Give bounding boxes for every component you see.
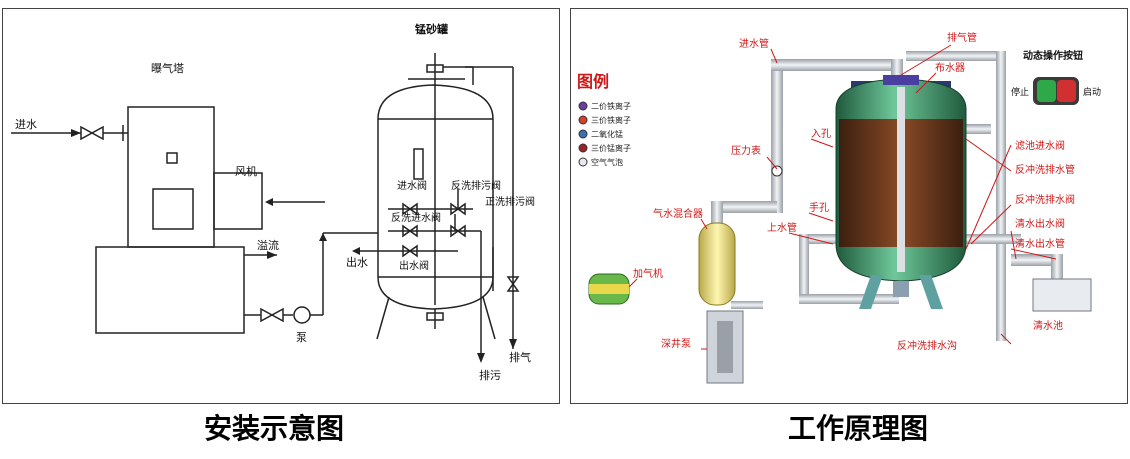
filter-tank bbox=[835, 75, 967, 309]
label-start: 启动 bbox=[1083, 86, 1101, 98]
label-upper-pipe: 上水管 bbox=[767, 221, 797, 234]
label-vent-pipe: 排气管 bbox=[947, 31, 977, 44]
installation-diagram: 曝气塔 锰砂罐 进水 风机 溢流 泵 出水 进水阀 反洗排污阀 反洗进水阀 正洗… bbox=[2, 8, 560, 404]
tank-top-flange bbox=[426, 64, 444, 73]
label-backwash-drain-valve: 反洗排污阀 bbox=[451, 179, 501, 192]
label-backwash-ditch: 反冲洗排水沟 bbox=[897, 339, 957, 352]
pump-symbol bbox=[293, 306, 311, 324]
label-manganese-tank: 锰砂罐 bbox=[415, 22, 448, 36]
legend-swatch-air bbox=[578, 157, 588, 167]
tower-window bbox=[166, 152, 178, 164]
backwash-drain-valve-icon bbox=[450, 202, 466, 216]
tank-bottom-flange bbox=[426, 312, 444, 321]
principle-diagram-svg: 图例 二价铁离子 三价铁离子 二氧化锰 三价锰离子 空气气泡 进水管 排气管 布… bbox=[577, 31, 1101, 384]
pump-valve-symbol bbox=[260, 307, 284, 323]
outlet-valve-icon bbox=[402, 244, 418, 258]
caption-principle: 工作原理图 bbox=[788, 412, 929, 445]
label-deep-well-pump: 深井泵 bbox=[661, 337, 691, 350]
label-pump: 泵 bbox=[296, 331, 307, 344]
label-drain: 排污 bbox=[479, 368, 501, 382]
label-stop: 停止 bbox=[1011, 86, 1029, 98]
legend-label-ferrous: 二价铁离子 bbox=[591, 101, 631, 111]
label-inlet-valve: 进水阀 bbox=[397, 179, 427, 192]
legend-label-mno2: 二氧化锰 bbox=[591, 129, 623, 139]
label-inlet-pipe: 进水管 bbox=[739, 37, 769, 50]
overflow-arrow-icon bbox=[267, 251, 277, 259]
label-backwash-drain-pipe: 反冲洗排水管 bbox=[1015, 163, 1075, 176]
gas-water-mixer bbox=[698, 222, 736, 306]
legend-label-air: 空气气泡 bbox=[591, 157, 623, 167]
clear-pool bbox=[1032, 278, 1092, 312]
caption-installation: 安装示意图 bbox=[204, 412, 345, 445]
label-clear-outlet-pipe: 清水出水管 bbox=[1015, 237, 1065, 250]
sight-glass bbox=[413, 148, 424, 180]
label-water-out: 出水 bbox=[346, 255, 368, 269]
legend-title: 图例 bbox=[577, 72, 609, 91]
label-aerator: 加气机 bbox=[633, 267, 663, 280]
vent-valve-icon bbox=[506, 276, 520, 292]
pressure-gauge-icon bbox=[771, 165, 783, 177]
inlet-valve-symbol bbox=[80, 125, 104, 141]
legend-label-mn3: 三价锰离子 bbox=[591, 143, 631, 153]
aeration-basin bbox=[95, 246, 245, 334]
label-aeration-tower: 曝气塔 bbox=[151, 61, 184, 75]
fan-housing bbox=[213, 172, 263, 230]
label-distributor: 布水器 bbox=[935, 62, 965, 74]
aeration-tower-body bbox=[127, 106, 215, 248]
stop-button[interactable] bbox=[1037, 80, 1056, 102]
principle-diagram: 图例 二价铁离子 三价铁离子 二氧化锰 三价锰离子 空气气泡 进水管 排气管 布… bbox=[570, 8, 1128, 404]
label-pressure-gauge: 压力表 bbox=[731, 144, 761, 157]
label-water-in: 进水 bbox=[15, 118, 37, 131]
label-vent: 排气 bbox=[509, 350, 531, 364]
label-control-title: 动态操作按钮 bbox=[1023, 49, 1083, 62]
inlet-valve-icon bbox=[402, 202, 418, 216]
outlet-arrow-icon bbox=[352, 247, 360, 255]
legend-swatch-mn3 bbox=[578, 143, 588, 153]
label-forward-wash-drain-valve: 正洗排污阀 bbox=[485, 195, 535, 208]
legend-swatch-ferrous bbox=[578, 101, 588, 111]
label-overflow: 溢流 bbox=[257, 238, 279, 252]
forward-wash-valve-icon bbox=[450, 224, 466, 238]
label-filter-inlet-valve: 滤池进水阀 bbox=[1015, 139, 1065, 152]
label-fan: 风机 bbox=[235, 164, 257, 178]
label-clear-pool: 清水池 bbox=[1033, 319, 1063, 332]
legend-swatch-ferric bbox=[578, 115, 588, 125]
deep-well-pump bbox=[706, 310, 744, 384]
tower-control-box bbox=[152, 188, 194, 230]
label-backwash-inlet-valve: 反洗进水阀 bbox=[391, 211, 441, 224]
label-backwash-drain-valve: 反冲洗排水阀 bbox=[1015, 193, 1075, 206]
control-panel bbox=[1033, 77, 1079, 105]
pump-up-arrow-icon bbox=[319, 233, 327, 241]
air-arrow-icon bbox=[265, 198, 273, 206]
label-outlet-valve: 出水阀 bbox=[399, 259, 429, 272]
legend-swatch-mno2 bbox=[578, 129, 588, 139]
label-hand-hole: 手孔 bbox=[809, 201, 829, 214]
vent-arrow-icon bbox=[509, 339, 517, 349]
label-clear-outlet-valve: 清水出水阀 bbox=[1015, 217, 1065, 230]
installation-diagram-svg: 曝气塔 锰砂罐 进水 风机 溢流 泵 出水 进水阀 反洗排污阀 反洗进水阀 正洗… bbox=[11, 22, 535, 382]
label-manhole: 入孔 bbox=[811, 128, 831, 140]
backwash-inlet-valve-icon bbox=[402, 224, 418, 238]
legend: 图例 二价铁离子 三价铁离子 二氧化锰 三价锰离子 空气气泡 bbox=[577, 72, 631, 167]
drain-arrow-icon bbox=[477, 353, 485, 363]
start-button[interactable] bbox=[1057, 80, 1076, 102]
inlet-arrow-icon bbox=[71, 129, 81, 137]
aerator bbox=[588, 273, 630, 305]
label-gas-water-mixer: 气水混合器 bbox=[653, 207, 703, 220]
legend-label-ferric: 三价铁离子 bbox=[591, 115, 631, 125]
